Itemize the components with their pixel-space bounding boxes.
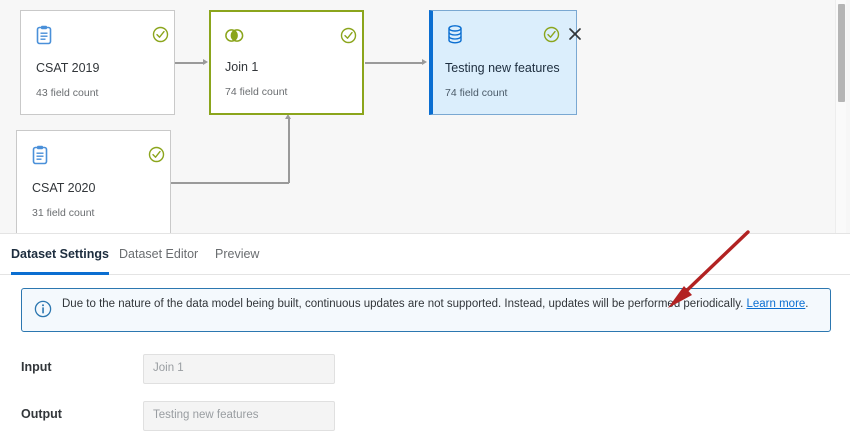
node-field-count: 43 field count — [36, 87, 99, 99]
tab-label: Preview — [215, 247, 260, 261]
node-title: Join 1 — [225, 60, 259, 74]
input-label: Input — [21, 360, 52, 374]
canvas-scrollbar-thumb[interactable] — [838, 4, 845, 102]
check-circle-icon — [148, 146, 165, 168]
close-icon[interactable] — [568, 27, 582, 46]
info-circle-icon — [34, 300, 52, 323]
dataset-settings-panel: Due to the nature of the data model bein… — [0, 275, 850, 437]
flow-canvas-inner: CSAT 2019 43 field count — [16, 10, 581, 233]
flow-node-output-testing-new-features[interactable]: Testing new features 74 field count — [429, 10, 581, 115]
connector-csat2020-vertical — [288, 118, 290, 183]
info-banner-text: Due to the nature of the data model bein… — [62, 296, 818, 312]
form-row-output: Output Testing new features — [0, 401, 850, 431]
node-field-count: 74 field count — [225, 86, 288, 98]
flow-node-join-1[interactable]: Join 1 74 field count — [209, 10, 364, 115]
connector-arrowhead-join-bottom — [284, 114, 291, 119]
input-field-value: Join 1 — [153, 362, 184, 374]
tab-dataset-settings[interactable]: Dataset Settings — [11, 247, 109, 275]
info-banner-period: . — [805, 298, 809, 310]
node-title: CSAT 2019 — [36, 61, 100, 75]
flow-node-csat-2019[interactable]: CSAT 2019 43 field count — [20, 10, 175, 115]
connector-csat2019-to-join — [175, 62, 204, 64]
venn-join-icon — [225, 28, 244, 48]
node-header — [35, 25, 169, 50]
connector-arrowhead-output-left — [422, 58, 427, 65]
node-field-count: 74 field count — [445, 87, 508, 99]
learn-more-link[interactable]: Learn more — [746, 298, 806, 310]
output-label: Output — [21, 407, 62, 421]
connector-arrowhead-join-left — [203, 58, 208, 65]
form-row-input: Input Join 1 — [0, 354, 850, 384]
flow-canvas[interactable]: CSAT 2019 43 field count — [0, 0, 850, 234]
clipboard-icon — [31, 145, 49, 170]
tab-label: Dataset Editor — [119, 247, 199, 261]
info-banner: Due to the nature of the data model bein… — [21, 288, 831, 332]
tab-label: Dataset Settings — [11, 247, 109, 261]
check-circle-icon — [340, 27, 357, 49]
output-field-value: Testing new features — [153, 409, 259, 421]
info-banner-message: Due to the nature of the data model bein… — [62, 298, 747, 310]
node-title: Testing new features — [445, 61, 560, 75]
database-icon — [447, 25, 463, 49]
output-field[interactable]: Testing new features — [143, 401, 335, 431]
check-circle-icon — [152, 26, 169, 48]
canvas-scrollbar-track[interactable] — [835, 0, 846, 233]
tab-preview[interactable]: Preview — [215, 247, 259, 261]
node-title: CSAT 2020 — [32, 181, 96, 195]
clipboard-icon — [35, 25, 53, 50]
node-header — [447, 25, 581, 49]
tab-dataset-editor[interactable]: Dataset Editor — [119, 247, 198, 261]
check-circle-icon — [543, 26, 560, 48]
flow-node-csat-2020[interactable]: CSAT 2020 31 field count — [16, 130, 171, 233]
node-header — [225, 26, 357, 48]
tab-bar: Dataset Settings Dataset Editor Preview — [0, 234, 850, 275]
node-field-count: 31 field count — [32, 207, 95, 219]
input-field[interactable]: Join 1 — [143, 354, 335, 384]
tab-active-underline — [11, 272, 109, 275]
connector-join-to-output — [365, 62, 423, 64]
connector-csat2020-horizontal — [171, 182, 289, 184]
node-header — [31, 145, 165, 170]
